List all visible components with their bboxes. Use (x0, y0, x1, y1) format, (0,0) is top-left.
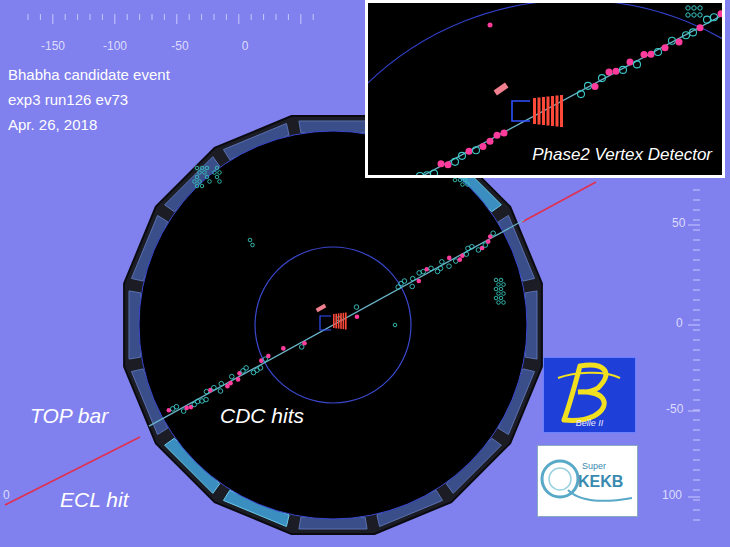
logo-text: KEKB (578, 473, 623, 491)
superkekb-logo: SuperKEKB (537, 445, 638, 517)
axis-number: 100 (662, 489, 682, 502)
cdc-inner-wall (255, 247, 411, 403)
axis-number: -150 (41, 40, 65, 53)
vertex-inset: Phase2 Vertex Detector (365, 0, 725, 178)
belle2-logo: Belle II (543, 357, 636, 433)
top-ring (124, 116, 542, 534)
event-date: Apr. 26, 2018 (8, 117, 97, 134)
logo-text: Belle II (576, 419, 604, 429)
ecl-ray (522, 182, 596, 222)
axis-number: -100 (103, 40, 127, 53)
axis-number: 0 (3, 489, 10, 502)
vertex-inset-art (275, 0, 730, 547)
cdc-volume (139, 131, 527, 519)
cdc-hits (167, 160, 506, 413)
part-label: CDC hits (220, 404, 304, 427)
axis-number: 0 (242, 40, 249, 53)
logo-text: Super (582, 462, 606, 472)
axis-number: 0 (676, 317, 683, 330)
inset-title: Phase2 Vertex Detector (532, 146, 712, 165)
part-label: TOP bar (30, 404, 108, 427)
top-bars (129, 121, 537, 529)
event-title: Bhabha candidate event (8, 67, 170, 84)
axis-number: -50 (666, 403, 683, 416)
axis-number: -50 (171, 40, 188, 53)
vertex-detector (316, 304, 347, 330)
axis-number: 50 (672, 217, 685, 230)
track (149, 220, 524, 426)
part-label: ECL hit (60, 488, 129, 511)
event-id: exp3 run126 ev73 (8, 92, 128, 109)
